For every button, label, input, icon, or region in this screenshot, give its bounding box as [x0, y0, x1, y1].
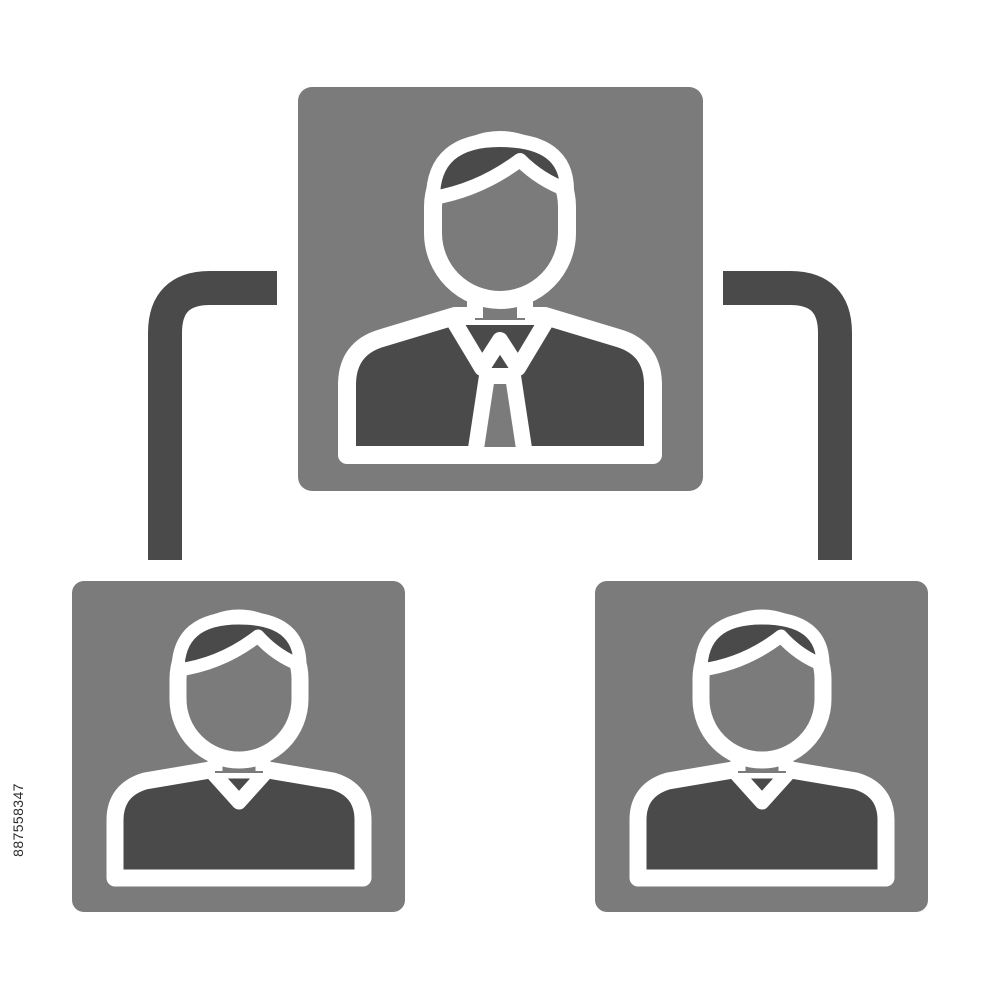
stock-id-watermark: 887558347	[0, 762, 36, 877]
employee-node-right	[595, 581, 928, 912]
stock-id-text: 887558347	[10, 782, 26, 857]
person-icon	[629, 609, 895, 887]
person-icon	[106, 609, 372, 887]
connector-right-icon	[723, 271, 852, 560]
employee-node-left	[72, 581, 405, 912]
manager-node	[298, 87, 703, 491]
businessman-with-tie-icon	[338, 131, 662, 464]
connector-left-icon	[148, 271, 277, 560]
